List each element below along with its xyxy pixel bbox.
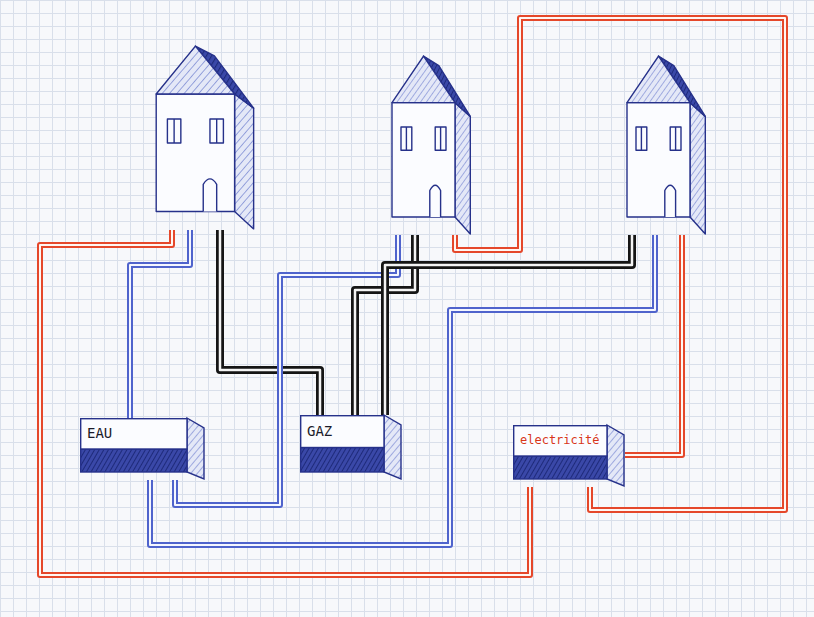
pipe [175, 235, 398, 505]
pipe-core [40, 230, 530, 575]
pipe-outline [625, 235, 682, 455]
utility-label: electricité [520, 433, 599, 447]
pipe-core [150, 235, 655, 545]
utility-box: EAU [80, 418, 205, 480]
utility-box: electricité [513, 425, 625, 487]
pipe [220, 230, 320, 415]
pipe [130, 230, 190, 418]
pipe-core [385, 235, 632, 415]
pipe-outline [40, 230, 530, 575]
pipe-outline [220, 230, 320, 415]
house-drawing [618, 55, 708, 235]
pipe [40, 230, 530, 575]
pipe-outline [130, 230, 190, 418]
pipe-outline [385, 235, 632, 415]
pipe-core [130, 230, 190, 418]
house-drawing [145, 45, 257, 230]
utility-box: GAZ [300, 415, 402, 480]
pipe-core [220, 230, 320, 415]
pipe [625, 235, 682, 455]
pipe [385, 235, 632, 415]
utility-label: GAZ [307, 423, 332, 440]
house [145, 45, 257, 230]
pipe-core [175, 235, 398, 505]
house-drawing [383, 55, 473, 235]
utility-label: EAU [87, 425, 112, 442]
pipe-outline [150, 235, 655, 545]
house [383, 55, 473, 235]
house [618, 55, 708, 235]
pipe [150, 235, 655, 545]
pipe-outline [175, 235, 398, 505]
pipe-core [625, 235, 682, 455]
